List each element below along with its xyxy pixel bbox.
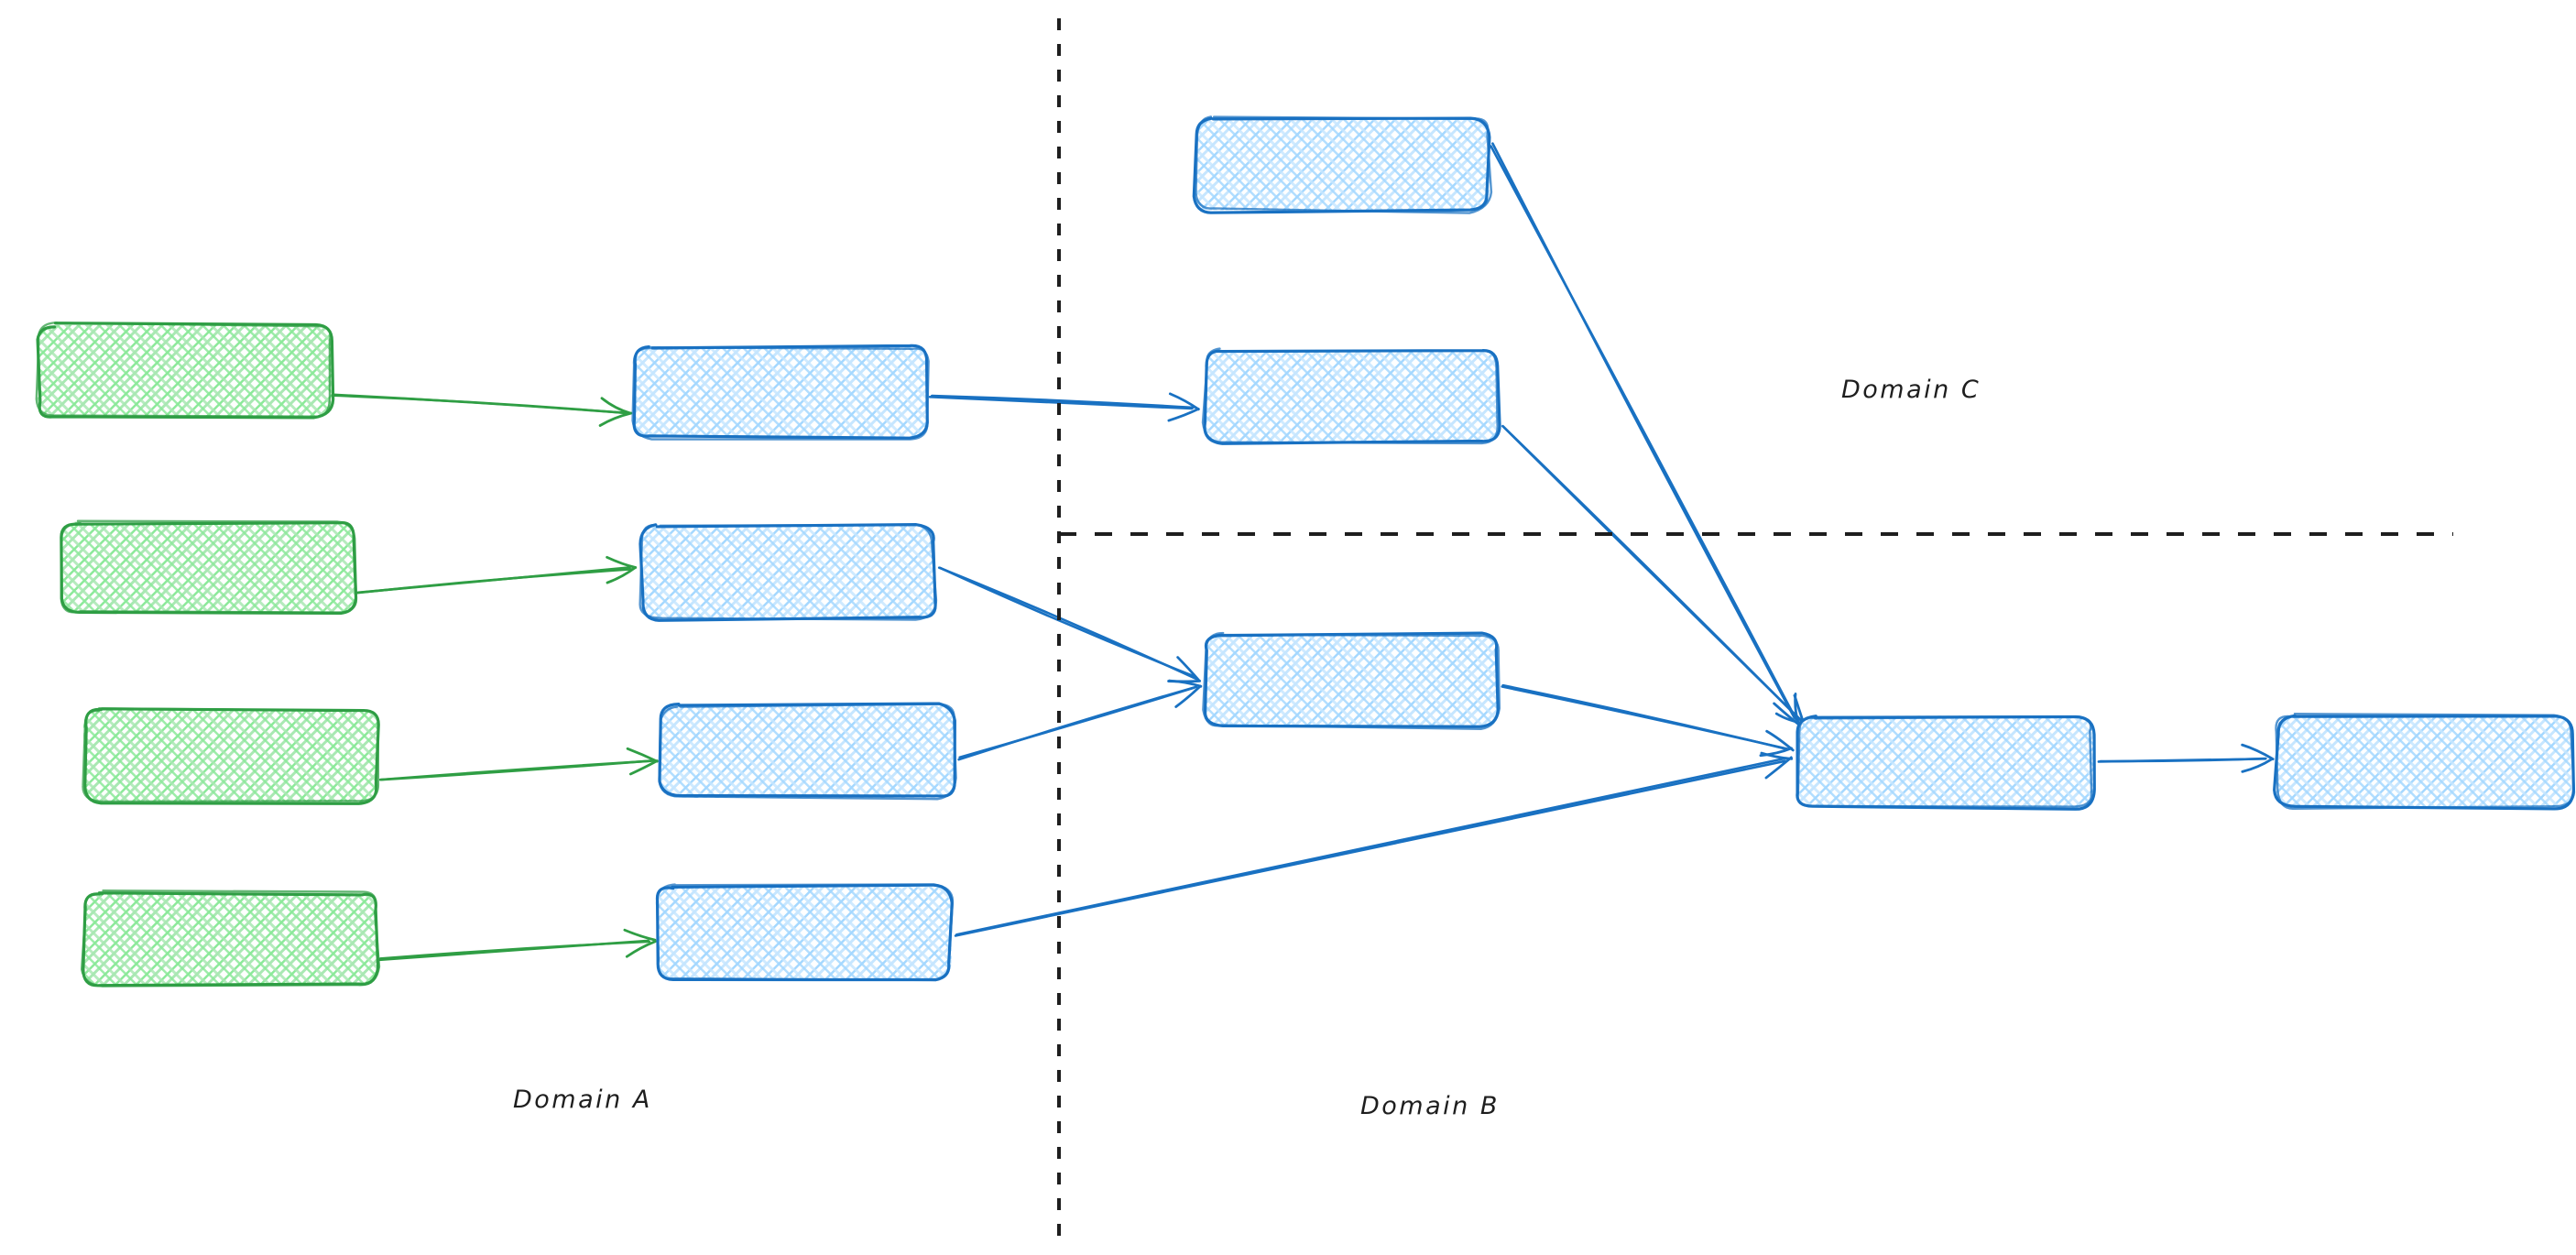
node-c4[interactable] [1796,715,2096,811]
node-b3[interactable] [658,702,957,801]
node-c3[interactable] [1202,631,1501,731]
edge-c3-to-c4 [1501,683,1795,758]
edge-b1-to-c2 [928,392,1200,422]
node-a2[interactable] [60,519,358,615]
edge-a4-to-b4 [377,928,657,962]
edge-b2-to-c3 [937,566,1202,683]
node-c5[interactable] [2273,713,2576,811]
domain-label-a: Domain A [513,1086,652,1114]
domain-label-b: Domain B [1360,1092,1500,1120]
domain-label-c: Domain C [1841,376,1981,404]
edge-b3-to-c3 [957,679,1203,761]
node-c1[interactable] [1192,115,1493,214]
edge-c2-to-c4 [1501,424,1806,726]
node-c2[interactable] [1201,347,1501,445]
edges-layer [329,142,2275,962]
edge-a3-to-b3 [378,747,659,781]
node-b4[interactable] [655,883,955,982]
node-b2[interactable] [639,523,938,622]
node-b1[interactable] [631,344,930,441]
edge-a1-to-b1 [329,393,633,427]
edge-c1-to-c4 [1490,142,1800,726]
node-a3[interactable] [82,707,380,805]
node-a1[interactable] [35,321,335,420]
edge-a2-to-b2 [355,555,638,595]
nodes-layer [35,115,2576,988]
edge-c4-to-c5 [2097,743,2275,773]
node-a4[interactable] [80,889,381,988]
edge-b4-to-c4 [954,751,1794,937]
